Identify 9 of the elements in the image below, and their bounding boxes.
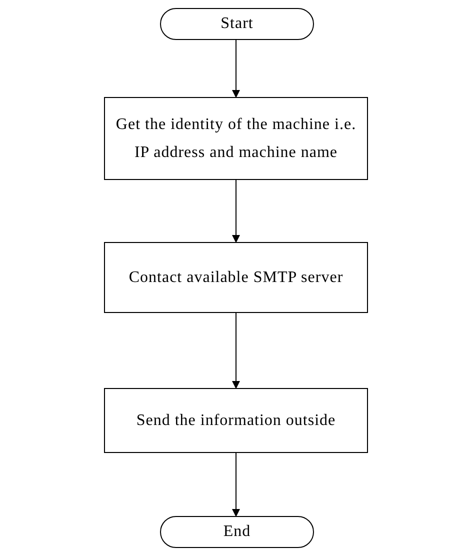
process-box: Contact available SMTP server [104, 242, 368, 313]
arrow [232, 312, 240, 389]
arrow [232, 40, 240, 98]
arrow [232, 180, 240, 243]
process-box: Get the identity of the machine i.e. IP address and machine name [104, 97, 368, 180]
arrow [232, 452, 240, 517]
process-box: Send the information outside [104, 388, 368, 453]
terminal-pill: Start [160, 8, 314, 40]
terminal-pill: End [160, 516, 314, 548]
